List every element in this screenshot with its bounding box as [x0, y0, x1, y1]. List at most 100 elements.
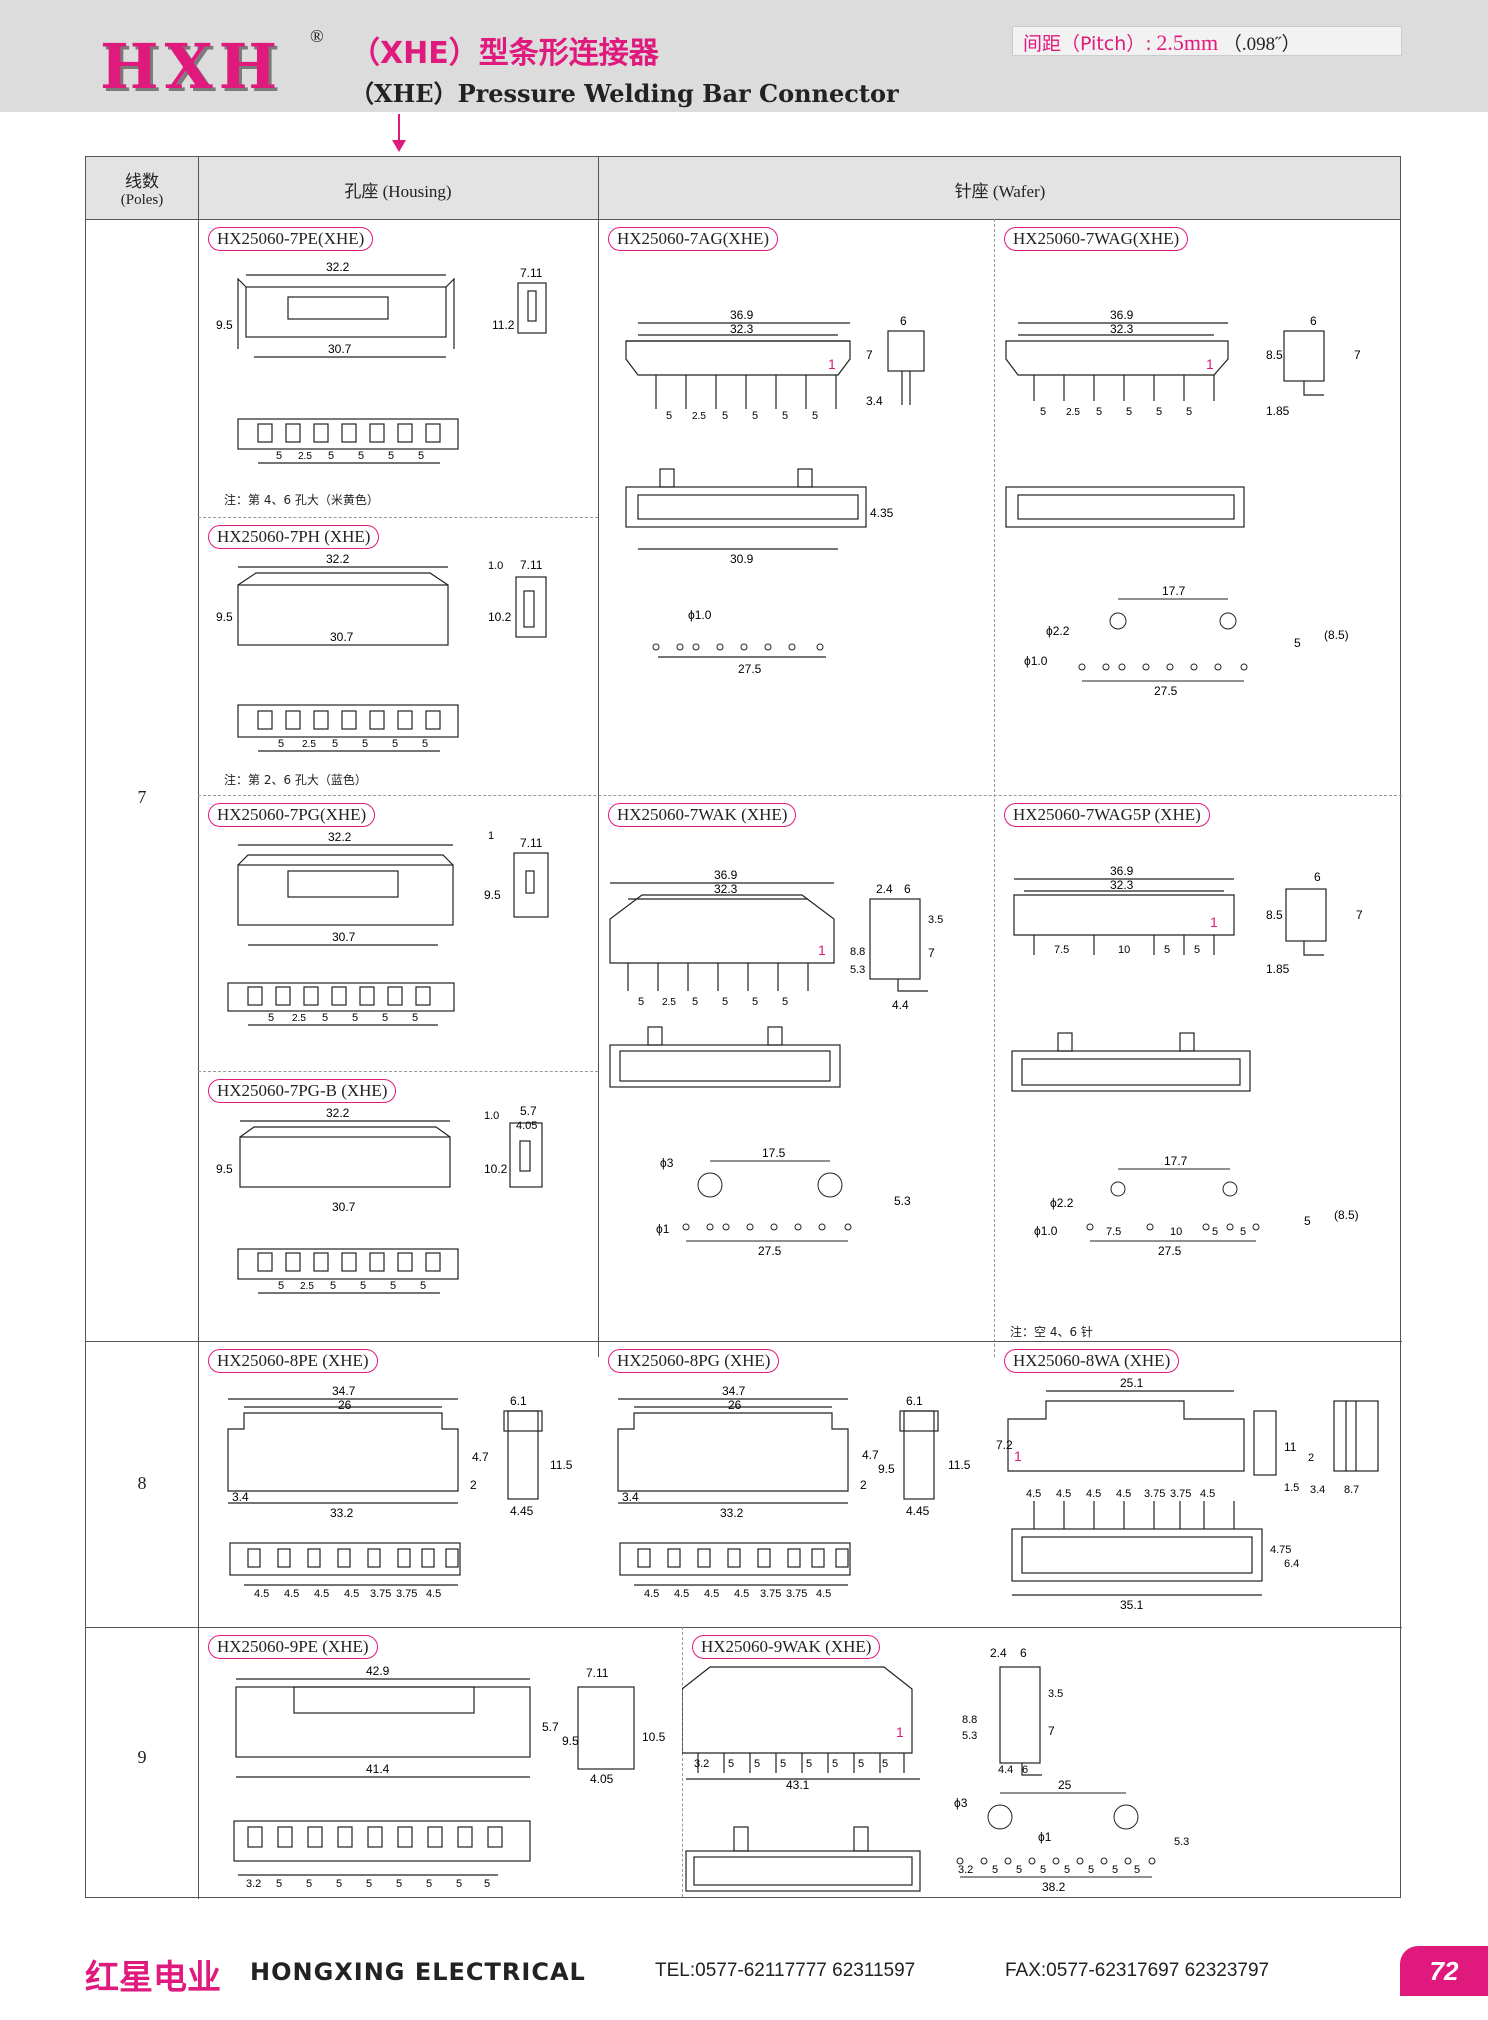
dim: 8.7	[1344, 1484, 1359, 1496]
dim: 2.5	[692, 411, 706, 422]
dim: ϕ3	[660, 1156, 674, 1170]
telephone: TEL:0577-62117777 62311597	[655, 1960, 916, 1981]
dim: 25	[1058, 1778, 1072, 1792]
page-number: 72	[1400, 1946, 1488, 1996]
dim: ϕ2.2	[1050, 1196, 1074, 1210]
pin1-mark: 1	[1210, 914, 1218, 930]
dim: 17.7	[1164, 1154, 1188, 1168]
dim: 9.5	[216, 1162, 233, 1176]
part-7ph: HX25060-7PH (XHE) 32.2 7.11 30.7 9.5 10.…	[198, 517, 598, 795]
dim: 32.3	[714, 882, 738, 896]
dim: 5.3	[850, 964, 865, 976]
drawing-9wak: 43.1 3.2 5 5 5 5 5 5 5 1 2.4 6 3.5 7 8.8…	[681, 1646, 1189, 1894]
dim: 5	[358, 450, 364, 462]
dim: 5	[420, 1280, 426, 1292]
divider	[682, 1627, 683, 1897]
dim: 1.0	[484, 1110, 499, 1122]
dim: 4.75	[1270, 1544, 1291, 1556]
dim: 38.2	[1042, 1880, 1066, 1894]
part-7pg-b: HX25060-7PG-B (XHE) 32.2 5.7 4.05 30.7 9…	[198, 1071, 598, 1341]
dim: 5	[752, 410, 758, 422]
dim: 30.9	[730, 552, 754, 566]
dim: 3.2	[958, 1864, 973, 1876]
dim: 9.5	[484, 888, 501, 902]
dim: 1.85	[1266, 962, 1290, 976]
dim: 36.9	[714, 868, 738, 882]
dim: 5	[336, 1878, 342, 1890]
part-8pg: HX25060-8PG (XHE) 34.7 26 6.1 4.7 9.5 11…	[598, 1341, 994, 1627]
drawing-7wag5p: 36.9 32.3 6 7 8.5 1.85 1 7.5 10 5 5 17.7…	[1011, 864, 1363, 1258]
dim: 3.75	[396, 1588, 417, 1600]
dim: 5	[666, 410, 672, 422]
dim: 9.5	[878, 1462, 895, 1476]
dim: 2	[860, 1478, 867, 1492]
part-7wak: HX25060-7WAK (XHE) 36.9 32.3 2.4 6 3.5 7…	[598, 795, 994, 1341]
divider	[198, 1071, 598, 1072]
dim: 5	[276, 450, 282, 462]
dim: 7	[1354, 348, 1361, 362]
dim: ϕ1.0	[1034, 1224, 1058, 1238]
dim: 9.5	[216, 318, 233, 332]
dim: 5	[330, 1280, 336, 1292]
dim: 5	[392, 738, 398, 750]
pin1-mark: 1	[1014, 1448, 1022, 1464]
dim: 5.3	[894, 1194, 911, 1208]
dim: 2.5	[300, 1281, 314, 1292]
dim: 5	[754, 1758, 760, 1770]
dim: 3.75	[1144, 1488, 1165, 1500]
dim: 3.75	[786, 1588, 807, 1600]
dim: 5	[268, 1012, 274, 1024]
dim: 5	[362, 738, 368, 750]
note: 注：空 4、6 针	[1010, 1325, 1093, 1339]
dim: 4.45	[906, 1504, 930, 1518]
part-9wak: HX25060-9WAK (XHE) 43.1 3.2 5 5 5 5 5 5	[681, 1627, 1402, 1897]
dim: 5	[806, 1758, 812, 1770]
dim: 7.11	[520, 266, 543, 280]
dim: 5	[1134, 1864, 1140, 1876]
drawing-9pe: 42.9 7.11 5.7 9.5 10.5 4.05 41.4 3.2 5 5…	[233, 1664, 666, 1890]
dim: 5	[752, 996, 758, 1008]
poles-7: 7	[137, 787, 147, 807]
dim: 5	[722, 410, 728, 422]
dim: 30.7	[332, 1200, 356, 1214]
dim: 4.5	[284, 1588, 299, 1600]
dim: 4.5	[1026, 1488, 1041, 1500]
dim: 2.5	[302, 739, 316, 750]
dim: 3.4	[232, 1490, 249, 1504]
dim: 11.5	[948, 1458, 971, 1472]
dim: 4.7	[862, 1448, 879, 1462]
dim: ϕ1	[656, 1222, 670, 1236]
dim: 41.4	[366, 1762, 390, 1776]
fax: FAX:0577-62317697 62323797	[1005, 1960, 1270, 1981]
dim: 35.1	[1120, 1598, 1144, 1612]
dim: 5	[782, 410, 788, 422]
dim: 30.7	[328, 342, 352, 356]
dim: ϕ3	[954, 1796, 968, 1810]
dim: 5.7	[520, 1104, 537, 1118]
dim: 5	[278, 1280, 284, 1292]
dim: 5	[1040, 406, 1046, 418]
dim: 4.5	[1056, 1488, 1071, 1500]
dim: 5	[692, 996, 698, 1008]
dim: 6	[900, 314, 907, 328]
dim: 32.3	[730, 322, 754, 336]
dim: 5	[812, 410, 818, 422]
poles-9: 9	[137, 1747, 147, 1767]
dim: 10.2	[484, 1162, 508, 1176]
dim: 10	[1170, 1226, 1182, 1238]
dim: 7.11	[520, 558, 543, 572]
dim: 7.5	[1106, 1226, 1121, 1238]
dim: 5	[422, 738, 428, 750]
part-7pg: HX25060-7PG(XHE) 32.2 7.11 30.7 9.5 1 5 …	[198, 795, 598, 1071]
dim: 6.4	[1284, 1558, 1299, 1570]
dim: 36.9	[730, 308, 754, 322]
dim: 3.4	[622, 1490, 639, 1504]
dim: ϕ1	[1038, 1830, 1052, 1844]
dim: 6	[1314, 870, 1321, 884]
dim: 3.4	[866, 394, 883, 408]
part-number: HX25060-7WAG5P (XHE)	[1004, 803, 1210, 827]
spec-table: 线数 (Poles) 孔座 (Housing) 针座 (Wafer) 7 8 9…	[85, 156, 1402, 1899]
part-9pe: HX25060-9PE (XHE) 42.9 7.11 5.7 9.5 10.5…	[198, 1627, 682, 1897]
dim: 8.8	[962, 1714, 977, 1726]
dim: 27.5	[758, 1244, 782, 1258]
